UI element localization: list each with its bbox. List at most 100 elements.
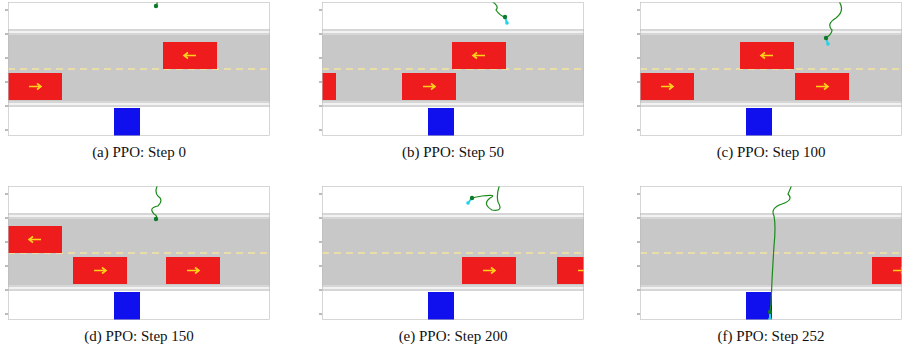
axis-tick [5,58,8,59]
road-panel [637,184,920,321]
panel-content [640,186,902,320]
axis-tick [5,82,8,83]
road-panel [5,0,270,136]
panel-ground [322,2,584,136]
panel-ground [8,2,270,136]
axis-tick [637,266,640,267]
panel-content [322,186,584,320]
panel-ground [640,2,902,136]
car-arrow [184,53,196,59]
agent-heading-tip [154,217,158,221]
axis-tick [637,194,640,195]
axis-tick [5,194,8,195]
road-line [8,215,270,217]
road-edge [640,29,902,107]
center-line [322,252,584,254]
center-line [8,68,270,70]
panel-frame [641,3,902,136]
axis-tick [5,10,8,11]
axis-tick [319,218,322,219]
car [640,73,694,100]
axis-tick [637,290,640,291]
agent-heading-tip [154,4,158,8]
car-arrow [187,268,199,274]
road [8,35,270,101]
axis-tick [637,314,640,315]
road-edge [322,29,584,107]
road-edge [8,213,270,291]
trajectory [472,186,500,210]
axis-tick [5,266,8,267]
axis-tick [319,314,322,315]
road-panel [319,184,611,320]
car-arrow [29,237,41,243]
car-arrow [29,84,41,90]
car-arrow [893,268,902,274]
car-arrow [761,53,773,59]
axis-tick [319,266,322,267]
agent-heading-tip [505,21,509,25]
axis-tick [5,290,8,291]
center-line [640,252,902,254]
parking-spot [746,292,772,320]
car [740,42,794,69]
panel-caption: (e) PPO: Step 200 [399,328,508,345]
axis-tick [5,314,8,315]
trajectory [826,2,842,38]
panel-caption: (c) PPO: Step 100 [717,144,826,161]
road [322,219,584,285]
road [640,35,902,101]
road-line [322,287,584,289]
car [166,257,220,284]
parking-spot [114,108,140,136]
road-line [8,103,270,105]
trajectory [152,186,161,219]
panel-caption: (b) PPO: Step 50 [402,144,504,161]
road-line [640,103,902,105]
road-panel [282,0,584,136]
road-line [322,103,584,105]
axis-tick [319,10,322,11]
car [73,257,127,284]
trajectory [770,186,792,312]
road-edge [640,213,902,291]
road-line [8,31,270,33]
agent [154,217,158,221]
panel-caption: (a) PPO: Step 0 [92,144,186,161]
axis-tick [637,106,640,107]
parking-spot [114,292,140,320]
car [795,73,849,100]
axis-tick [637,58,640,59]
road-panel [5,184,270,320]
car [452,42,506,69]
car [163,42,217,69]
road-panel [637,0,902,136]
panel-content [8,2,270,136]
agent-heading-tip [826,42,830,46]
axis-tick [637,130,640,131]
axis-tick [5,106,8,107]
panel-frame [9,3,270,136]
car [8,226,62,253]
panel-content [8,186,270,320]
axis-tick [5,218,8,219]
agent [470,196,474,200]
panel-ground [322,186,584,320]
axis-tick [319,290,322,291]
agent [768,310,772,314]
car [872,257,902,284]
car-arrow [816,84,828,90]
road-line [640,31,902,33]
axis-tick [319,194,322,195]
parking-spot [746,108,772,136]
axis-tick [5,34,8,35]
axis-tick [319,58,322,59]
car [8,73,62,100]
axis-tick [637,34,640,35]
panel-frame [9,187,270,320]
road-line [640,287,902,289]
road-edge [8,29,270,107]
axis-tick [5,242,8,243]
road-line [322,31,584,33]
